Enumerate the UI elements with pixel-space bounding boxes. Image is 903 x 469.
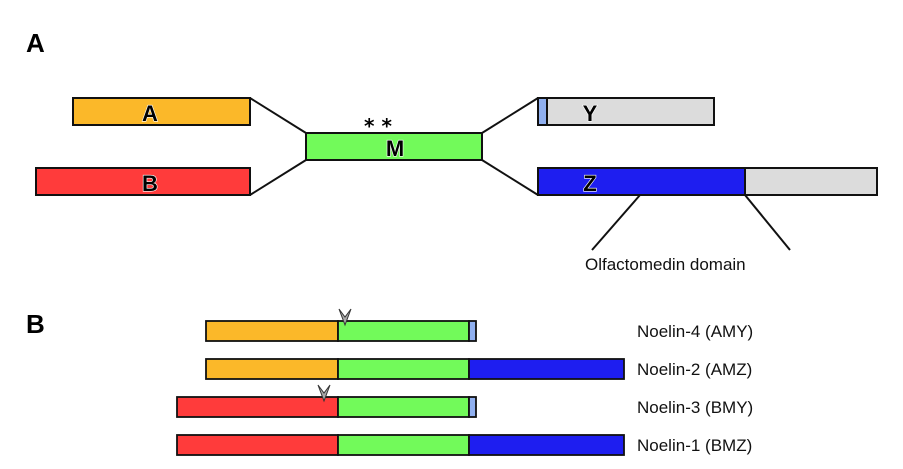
asterisks: * * [364,114,392,138]
row-label: Noelin-3 (BMY) [637,398,753,417]
domain-y-label: Y [583,101,598,126]
segment-z [468,434,625,456]
segment-a [205,358,339,380]
domain-y-rect [537,97,715,126]
segment-b [176,396,339,418]
segment-a [205,320,339,342]
segment-m [337,320,470,342]
connector-b-m [249,159,307,196]
connector-lines [249,97,791,251]
isoform-bar [176,434,625,456]
domain-z-box: Z [537,167,878,197]
domain-b-label: B [142,171,158,196]
domain-m-label: M [386,136,404,161]
row-label: Noelin-2 (AMZ) [637,360,752,379]
domain-z-label: Z [583,171,596,196]
segment-z [468,358,625,380]
row-label: Noelin-4 (AMY) [637,322,753,341]
cleavage-arrowhead-icon [317,384,331,403]
domain-b-rect [35,167,251,196]
domain-y-box: Y [537,97,715,127]
segment-y [468,396,477,418]
segment-m [337,396,470,418]
domain-z-rect [537,167,746,196]
isoform-rows [176,308,625,456]
segment-m [337,434,470,456]
domain-a-box: A [72,97,251,127]
connector-m-y [481,97,539,134]
domain-m-box: M * * [305,114,483,162]
domain-b-box: B [35,167,251,197]
domain-a-label: A [142,101,158,126]
isoform-bar [176,384,477,418]
panel-a-label: A [26,28,45,58]
row-label: Noelin-1 (BMZ) [637,436,752,455]
domain-y-cap [537,97,548,126]
segment-y [468,320,477,342]
segment-b [176,434,339,456]
olfactomedin-annotation: Olfactomedin domain [585,255,746,274]
isoform-bar [205,358,625,380]
connector-m-z [481,159,539,196]
olfactomedin-bracket-left [591,194,641,251]
domain-m-rect [305,132,483,161]
segment-m [337,358,470,380]
domain-a-rect [72,97,251,126]
cleavage-arrowhead-icon [338,308,352,327]
olfactomedin-bracket-right [744,194,791,251]
panel-b-label: B [26,309,45,339]
isoform-bar [205,308,477,342]
connector-a-m [249,97,307,134]
